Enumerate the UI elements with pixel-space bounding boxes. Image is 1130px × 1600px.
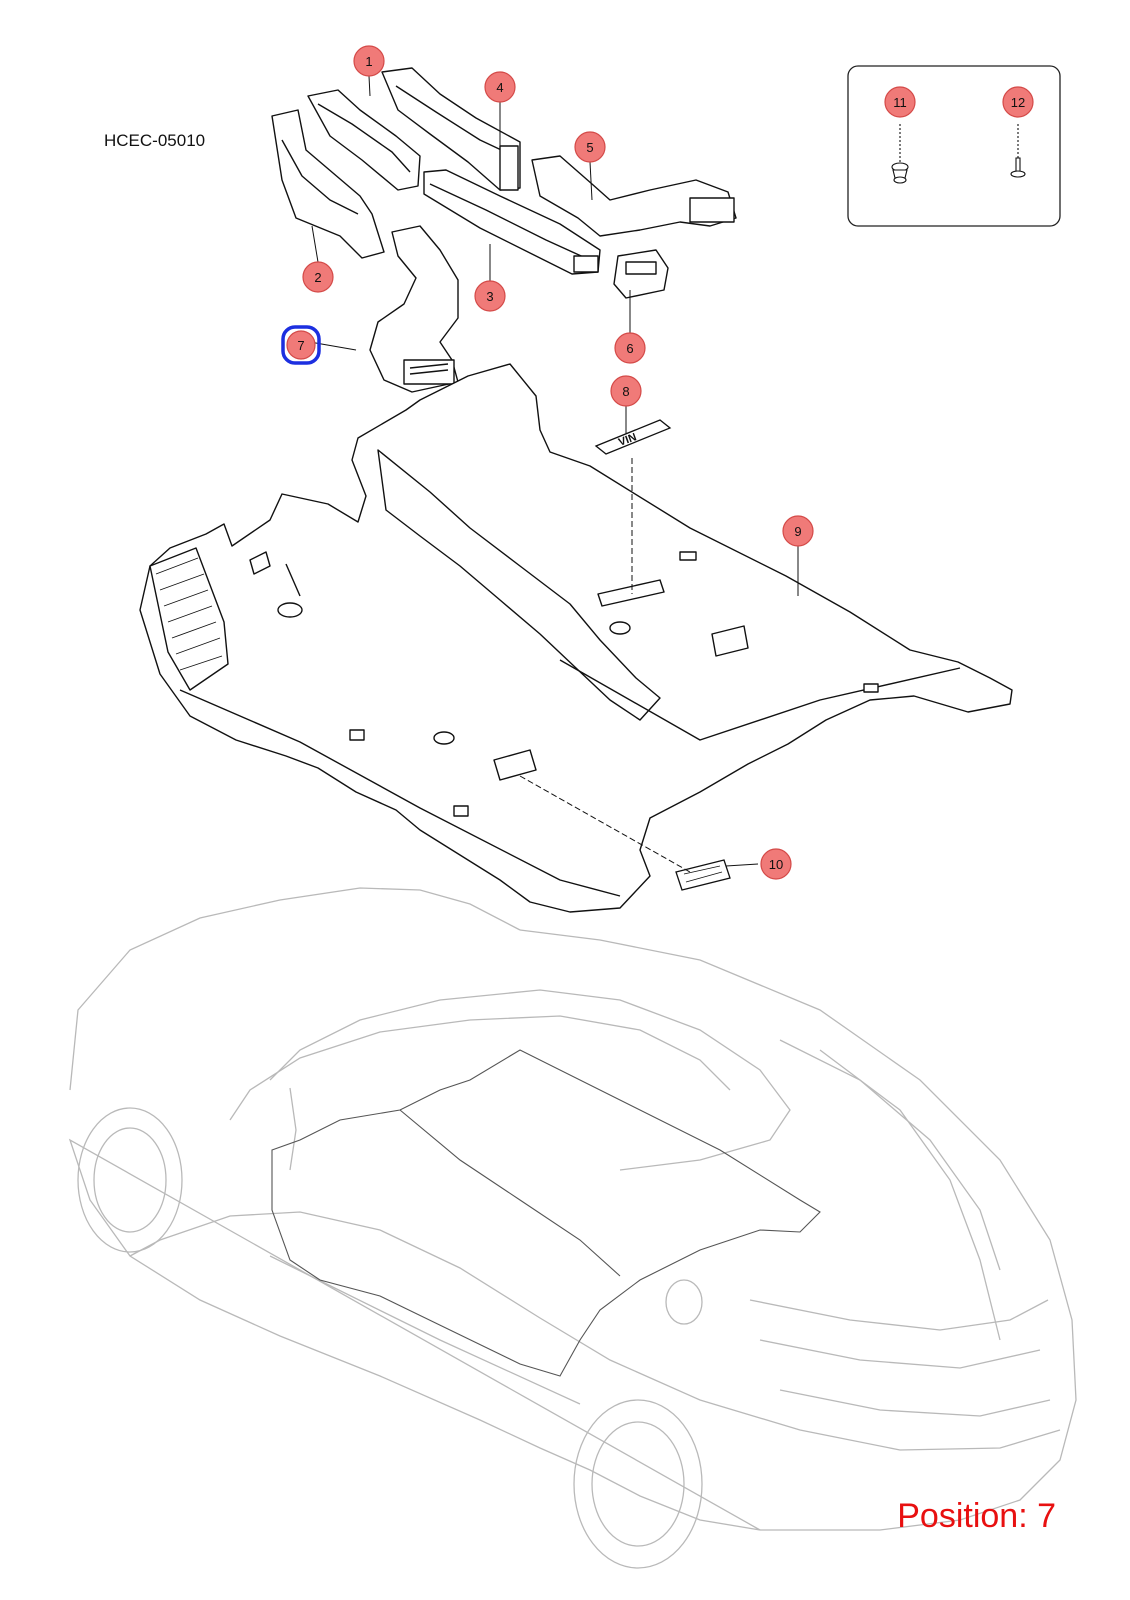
callout-4[interactable]: 4 — [484, 71, 516, 103]
callout-6[interactable]: 6 — [614, 332, 646, 364]
ducts-group — [271, 67, 737, 393]
svg-text:5: 5 — [586, 140, 593, 155]
svg-text:12: 12 — [1011, 95, 1025, 110]
svg-text:3: 3 — [486, 289, 493, 304]
svg-text:2: 2 — [314, 270, 321, 285]
part-9-floor-carpet — [139, 363, 1013, 913]
callout-8[interactable]: 8 — [610, 375, 642, 407]
car-outline — [68, 887, 1077, 1569]
callout-3[interactable]: 3 — [474, 280, 506, 312]
callout-10[interactable]: 10 — [760, 848, 792, 880]
fastener-inset-box — [847, 65, 1061, 227]
clip-fastener-icon — [891, 124, 909, 184]
position-label: Position: 7 — [897, 1497, 1056, 1535]
callout-5[interactable]: 5 — [574, 131, 606, 163]
svg-text:10: 10 — [769, 857, 783, 872]
callout-7-selected[interactable]: 7 — [281, 325, 321, 365]
callout-11[interactable]: 11 — [884, 86, 916, 118]
svg-text:7: 7 — [297, 338, 304, 353]
callout-1[interactable]: 1 — [353, 45, 385, 77]
part-10-sill-plate — [675, 859, 731, 891]
callout-12[interactable]: 12 — [1002, 86, 1034, 118]
screw-fastener-icon — [1010, 124, 1026, 178]
callout-9[interactable]: 9 — [782, 515, 814, 547]
part-2-duct — [271, 109, 385, 259]
part-5-duct — [531, 155, 737, 237]
svg-text:6: 6 — [626, 341, 633, 356]
callout-2[interactable]: 2 — [302, 261, 334, 293]
diagram-code: HCEC-05010 — [104, 131, 206, 150]
svg-text:11: 11 — [893, 95, 907, 110]
svg-text:9: 9 — [794, 524, 801, 539]
svg-text:1: 1 — [365, 54, 372, 69]
part-8-vin-plate: VIN — [594, 419, 672, 455]
svg-text:VIN: VIN — [617, 431, 638, 449]
svg-text:4: 4 — [496, 80, 503, 95]
svg-text:8: 8 — [622, 384, 629, 399]
part-7-duct — [369, 225, 459, 393]
